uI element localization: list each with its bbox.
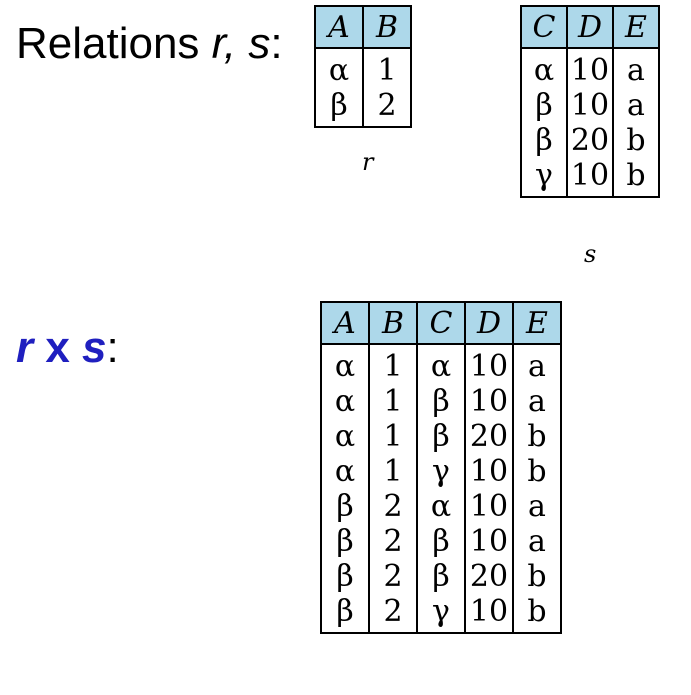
product-cell: 10 <box>464 594 514 634</box>
product-cell: 2 <box>368 524 418 559</box>
product-cell: a <box>512 524 562 559</box>
product-cell: β <box>320 489 370 524</box>
product-column-header: A <box>320 301 370 345</box>
relation-s-cell: a <box>612 88 660 123</box>
relation-r-cell: 1 <box>362 48 412 88</box>
product-cell: 10 <box>464 344 514 384</box>
relation-r-column-header: A <box>314 5 364 49</box>
relations-label: Relations r, s: <box>16 22 283 66</box>
product-cell: 10 <box>464 524 514 559</box>
product-cell: β <box>416 384 466 419</box>
product-cell: 2 <box>368 594 418 634</box>
product-cell: α <box>320 454 370 489</box>
product-cell: b <box>512 419 562 454</box>
relations-label-vars: r, s <box>211 19 271 68</box>
product-cell: 2 <box>368 489 418 524</box>
relation-s-cell: b <box>612 123 660 158</box>
product-cell: γ <box>416 594 466 634</box>
product-column-header: E <box>512 301 562 345</box>
relation-s-cell: 10 <box>566 48 614 88</box>
relation-s-cell: 10 <box>566 158 614 198</box>
product-cell: α <box>320 344 370 384</box>
product-cell: b <box>512 454 562 489</box>
product-cell: 20 <box>464 559 514 594</box>
product-cell: γ <box>416 454 466 489</box>
product-cell: a <box>512 489 562 524</box>
product-column-header: C <box>416 301 466 345</box>
relation-s-cell: b <box>612 158 660 198</box>
relation-s-cell: β <box>520 88 568 123</box>
product-cell: 10 <box>464 454 514 489</box>
product-cell: α <box>320 419 370 454</box>
product-cell: β <box>416 524 466 559</box>
product-cell: β <box>320 594 370 634</box>
product-cell: 1 <box>368 419 418 454</box>
relation-r-cell: 2 <box>362 88 412 128</box>
product-label-colon: : <box>106 323 119 372</box>
product-cell: α <box>320 384 370 419</box>
relation-s-column-header: E <box>612 5 660 49</box>
relation-s-cell: β <box>520 123 568 158</box>
product-cell: 10 <box>464 384 514 419</box>
product-cell: a <box>512 384 562 419</box>
relation-r-caption: r <box>362 148 374 176</box>
product-cell: α <box>416 489 466 524</box>
relation-s-cell: α <box>520 48 568 88</box>
relation-r-cell: β <box>314 88 364 128</box>
product-cell: 1 <box>368 344 418 384</box>
relation-s-column-header: D <box>566 5 614 49</box>
cartesian-product-label: r x s: <box>16 326 119 370</box>
relation-r-column-header: B <box>362 5 412 49</box>
product-cell: b <box>512 559 562 594</box>
product-cell: β <box>416 419 466 454</box>
relation-s-column-header: C <box>520 5 568 49</box>
product-column-header: B <box>368 301 418 345</box>
product-cell: 20 <box>464 419 514 454</box>
relation-s-cell: 10 <box>566 88 614 123</box>
relation-s-caption: s <box>584 240 597 268</box>
product-label-s: s <box>82 323 107 372</box>
relations-label-colon: : <box>270 19 283 68</box>
product-cell: α <box>416 344 466 384</box>
relation-s-cell: γ <box>520 158 568 198</box>
product-cell: 1 <box>368 454 418 489</box>
product-cell: b <box>512 594 562 634</box>
relation-s-cell: a <box>612 48 660 88</box>
relation-r-cell: α <box>314 48 364 88</box>
product-cell: β <box>416 559 466 594</box>
product-column-header: D <box>464 301 514 345</box>
relations-label-text: Relations <box>16 19 212 68</box>
product-label-x: x <box>33 323 83 372</box>
product-label-r: r <box>16 323 34 372</box>
product-cell: a <box>512 344 562 384</box>
product-cell: 10 <box>464 489 514 524</box>
relation-s-cell: 20 <box>566 123 614 158</box>
product-cell: β <box>320 559 370 594</box>
product-cell: 1 <box>368 384 418 419</box>
product-cell: β <box>320 524 370 559</box>
product-cell: 2 <box>368 559 418 594</box>
